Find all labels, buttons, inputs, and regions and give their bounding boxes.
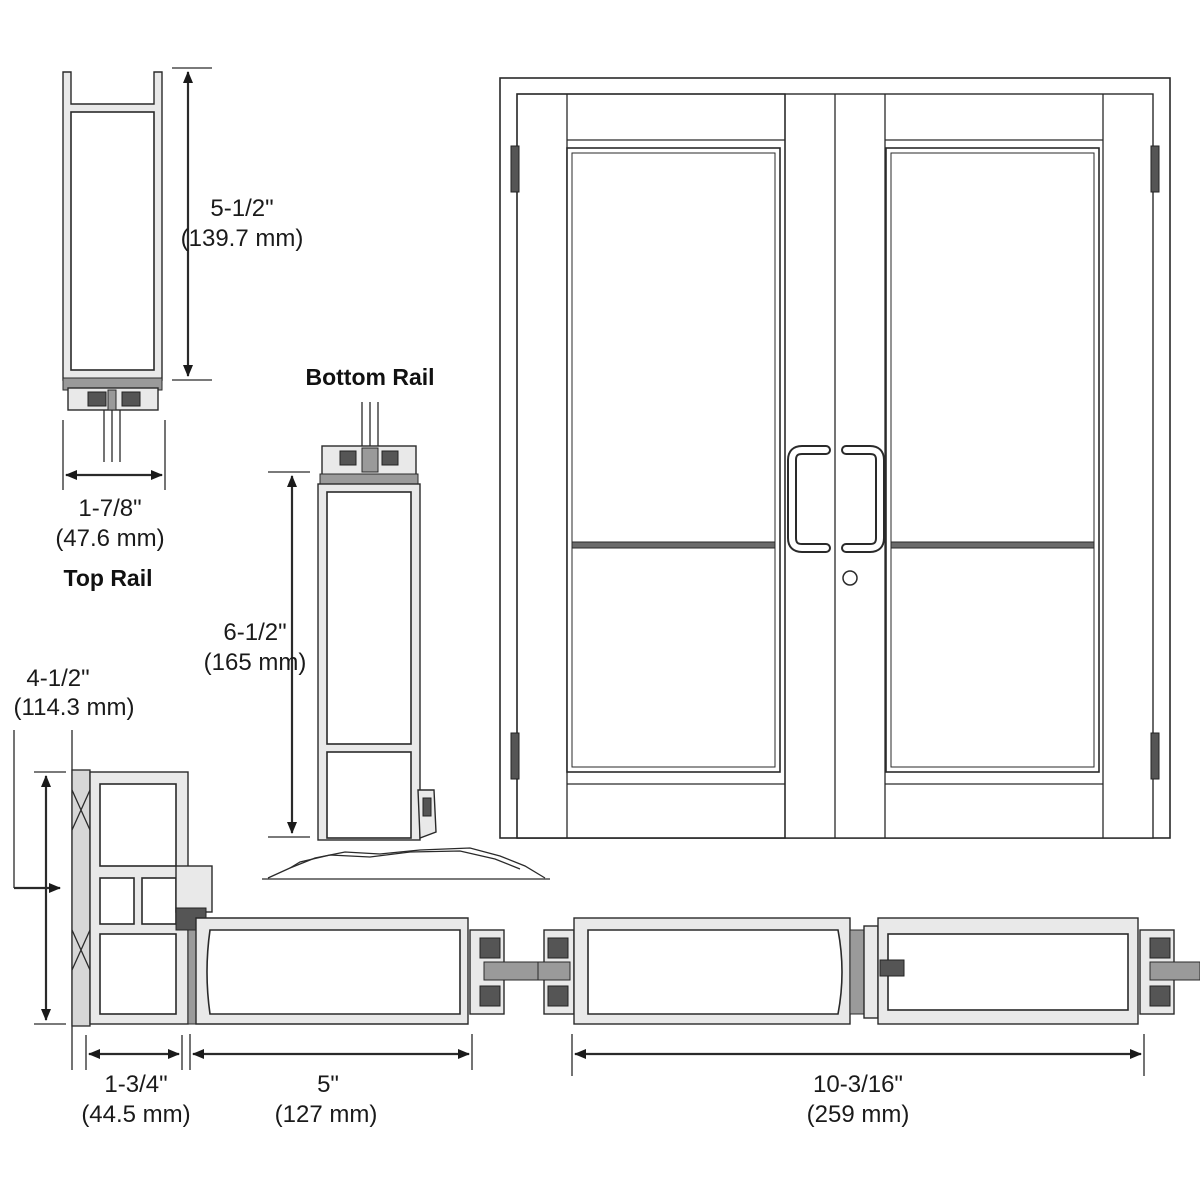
meeting-stiles-width-metric: (259 mm) [807, 1101, 910, 1128]
stile-width-metric: (127 mm) [275, 1101, 378, 1128]
bottom-rail-title: Bottom Rail [305, 364, 434, 390]
lock-cylinder-icon [842, 570, 858, 586]
bottom-rail-height-imperial: 6-1/2" [223, 619, 286, 646]
frame-width-imperial: 1-3/4" [104, 1071, 167, 1098]
top-rail-width-metric: (47.6 mm) [55, 525, 164, 552]
stile-depth-metric: (114.3 mm) [14, 694, 135, 721]
meeting-stiles-width-imperial: 10-3/16" [813, 1071, 903, 1098]
stile-width-imperial: 5" [317, 1071, 339, 1098]
top-rail-height-imperial: 5-1/2" [210, 195, 273, 222]
top-rail-height-metric: (139.7 mm) [181, 225, 304, 252]
hinge-icon [510, 732, 520, 780]
top-rail-width-imperial: 1-7/8" [78, 495, 141, 522]
stile-depth-imperial: 4-1/2" [26, 665, 89, 692]
hinge-stile-section [13, 730, 213, 1070]
top-rail-section [62, 67, 212, 490]
right-door-leaf [885, 94, 1104, 838]
double-door-elevation [499, 77, 1171, 839]
door-stile-section [189, 917, 545, 1070]
top-rail-title: Top Rail [63, 565, 152, 591]
bottom-rail-section [262, 402, 550, 880]
hinge-icon [1150, 145, 1160, 193]
frame-width-metric: (44.5 mm) [81, 1101, 190, 1128]
bottom-rail-height-metric: (165 mm) [204, 649, 307, 676]
hinge-icon [1150, 732, 1160, 780]
meeting-stiles-section [537, 917, 1200, 1076]
left-door-leaf [516, 93, 786, 839]
hinge-icon [510, 145, 520, 193]
